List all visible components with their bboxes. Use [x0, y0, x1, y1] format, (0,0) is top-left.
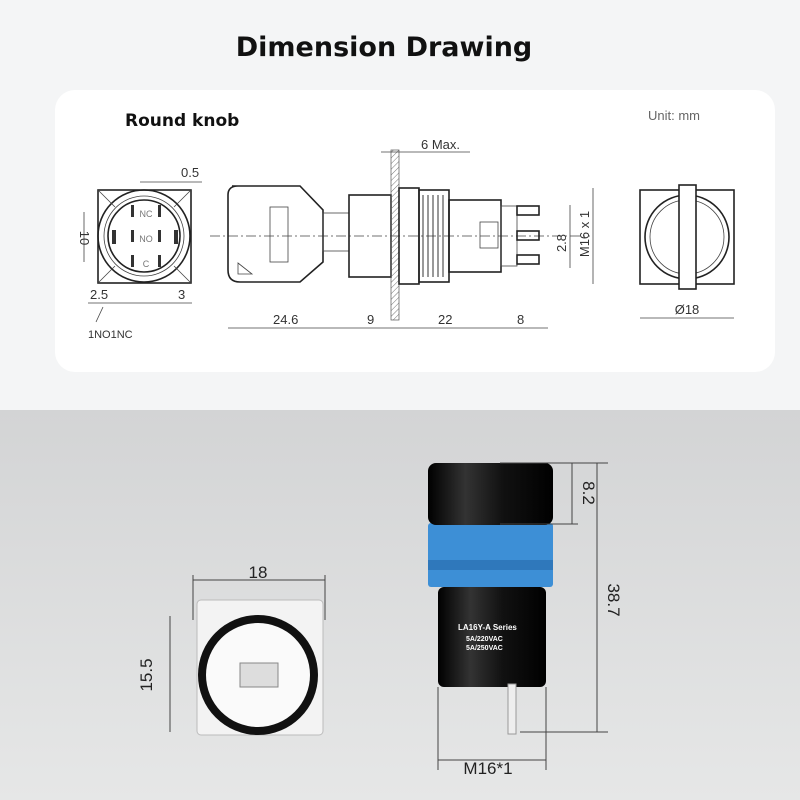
contact-label-nc: NC	[140, 209, 153, 219]
photo-background	[0, 410, 800, 800]
dim-22: 22	[438, 312, 452, 327]
photo-dim-15-5: 15.5	[137, 658, 156, 691]
dim-2-5: 2.5	[90, 287, 108, 302]
rating-2: 5A/250VAC	[466, 645, 503, 652]
side-view: 6 Max. 24.6 9 22 8 2.8 M16 x 1	[210, 137, 594, 329]
rear-view: Ø18	[639, 184, 735, 319]
dim-2-8: 2.8	[554, 234, 569, 252]
dim-10: 10	[77, 231, 92, 245]
photo-dim-18: 18	[249, 563, 268, 582]
dim-diameter-18: Ø18	[675, 302, 700, 317]
side-photo: LA16Y-A Series 5A/220VAC 5A/250VAC 8.2 3…	[428, 462, 623, 778]
dim-6-max: 6 Max.	[421, 137, 460, 152]
drawing-card	[55, 90, 775, 372]
dim-8: 8	[517, 312, 524, 327]
photo-dim-38-7: 38.7	[604, 583, 623, 616]
dim-24-6: 24.6	[273, 312, 298, 327]
front-view: NC NO C 0.5 10 2.5 3 1NO1NC	[77, 165, 202, 341]
photo-dim-8-2: 8.2	[579, 481, 598, 505]
front-photo: 18 15.5	[137, 563, 326, 736]
dim-3: 3	[178, 287, 185, 302]
dim-0-5: 0.5	[181, 165, 199, 180]
dim-m16-thread: M16 x 1	[577, 211, 592, 257]
contact-label-no: NO	[139, 234, 153, 244]
page-title: Dimension Drawing	[236, 32, 533, 63]
dim-9: 9	[367, 312, 374, 327]
unit-label: Unit: mm	[648, 108, 700, 123]
contact-label-c: C	[143, 259, 150, 269]
contacts-note: 1NO1NC	[88, 329, 133, 341]
rating-1: 5A/220VAC	[466, 636, 503, 643]
subtitle: Round knob	[125, 111, 239, 131]
photo-dim-m16: M16*1	[463, 759, 512, 778]
series-label: LA16Y-A Series	[458, 623, 517, 632]
